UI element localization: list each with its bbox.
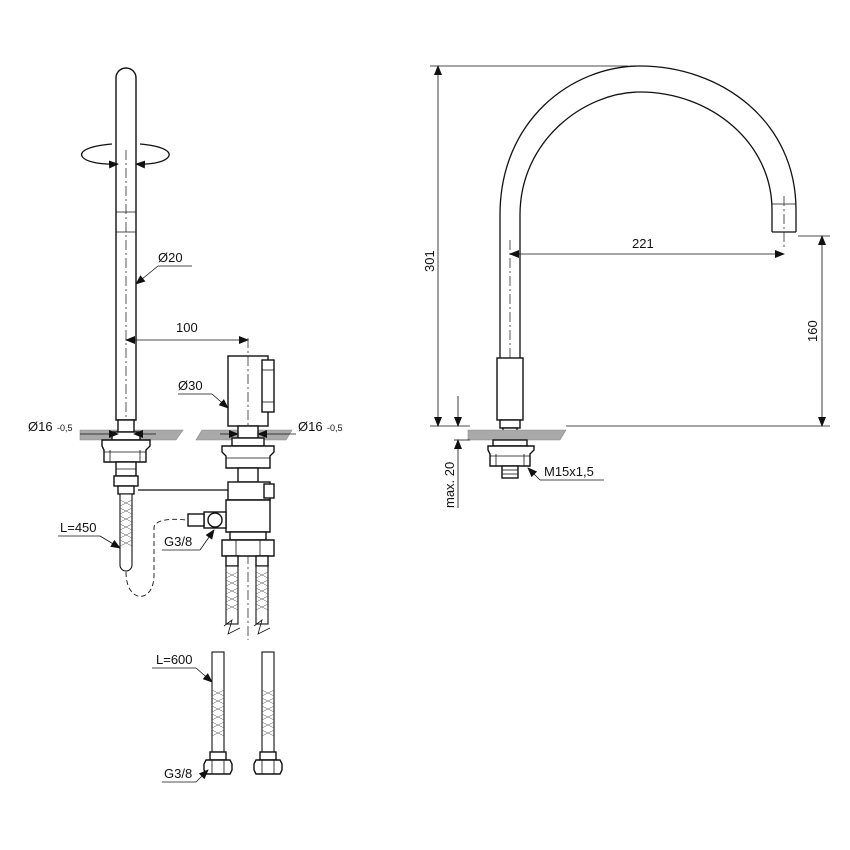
dimension-reach-221: 221 bbox=[509, 236, 785, 258]
outlet-160-label: 160 bbox=[805, 320, 820, 342]
spacing-label: 100 bbox=[176, 320, 198, 335]
side-mounting bbox=[487, 439, 535, 479]
spout-tube bbox=[115, 67, 137, 440]
dimension-hole-left: Ø16 -0,5 bbox=[28, 419, 156, 438]
hole-left-label: Ø16 bbox=[28, 419, 53, 434]
leader-connector-bottom: G3/8 bbox=[162, 766, 209, 783]
dimension-spacing: 100 bbox=[125, 320, 249, 344]
worktop-deck-right bbox=[467, 429, 567, 441]
side-view: 301 221 160 max. 20 M15x1,5 bbox=[422, 65, 830, 508]
gooseneck-spout bbox=[499, 65, 797, 440]
leader-thread: M15x1,5 bbox=[527, 464, 604, 481]
handle-body bbox=[187, 338, 275, 640]
dimension-hole-right: Ø16 -0,5 bbox=[220, 419, 343, 438]
hole-right-label: Ø16 bbox=[298, 419, 323, 434]
handle-diameter-label: Ø30 bbox=[178, 378, 203, 393]
connector-side-label: G3/8 bbox=[164, 534, 192, 549]
dimension-max-deck: max. 20 bbox=[442, 396, 470, 508]
hole-left-tolerance: -0,5 bbox=[57, 423, 73, 433]
leader-spout-diameter: Ø20 bbox=[135, 250, 192, 285]
leader-hose-600: L=600 bbox=[152, 652, 213, 683]
dimension-height-301: 301 bbox=[422, 65, 628, 427]
leader-handle-diameter: Ø30 bbox=[178, 378, 229, 409]
leader-hose-450: L=450 bbox=[58, 520, 121, 549]
supply-hoses bbox=[203, 565, 283, 775]
thread-label: M15x1,5 bbox=[544, 464, 594, 479]
hose-600-label: L=600 bbox=[156, 652, 193, 667]
rotate-arrow-icon bbox=[80, 143, 170, 169]
spout-hose bbox=[119, 493, 187, 597]
spout-base bbox=[496, 357, 524, 441]
max-deck-label: max. 20 bbox=[442, 462, 457, 508]
reach-221-label: 221 bbox=[632, 236, 654, 251]
dimension-outlet-160: 160 bbox=[566, 235, 830, 427]
front-view: 100 Ø20 Ø30 Ø16 -0,5 Ø16 -0,5 bbox=[28, 67, 343, 783]
connector-bottom-label: G3/8 bbox=[164, 766, 192, 781]
hole-right-tolerance: -0,5 bbox=[327, 423, 343, 433]
leader-connector-side: G3/8 bbox=[162, 529, 215, 551]
hose-450-label: L=450 bbox=[60, 520, 97, 535]
height-301-label: 301 bbox=[422, 250, 437, 272]
spout-diameter-label: Ø20 bbox=[158, 250, 183, 265]
